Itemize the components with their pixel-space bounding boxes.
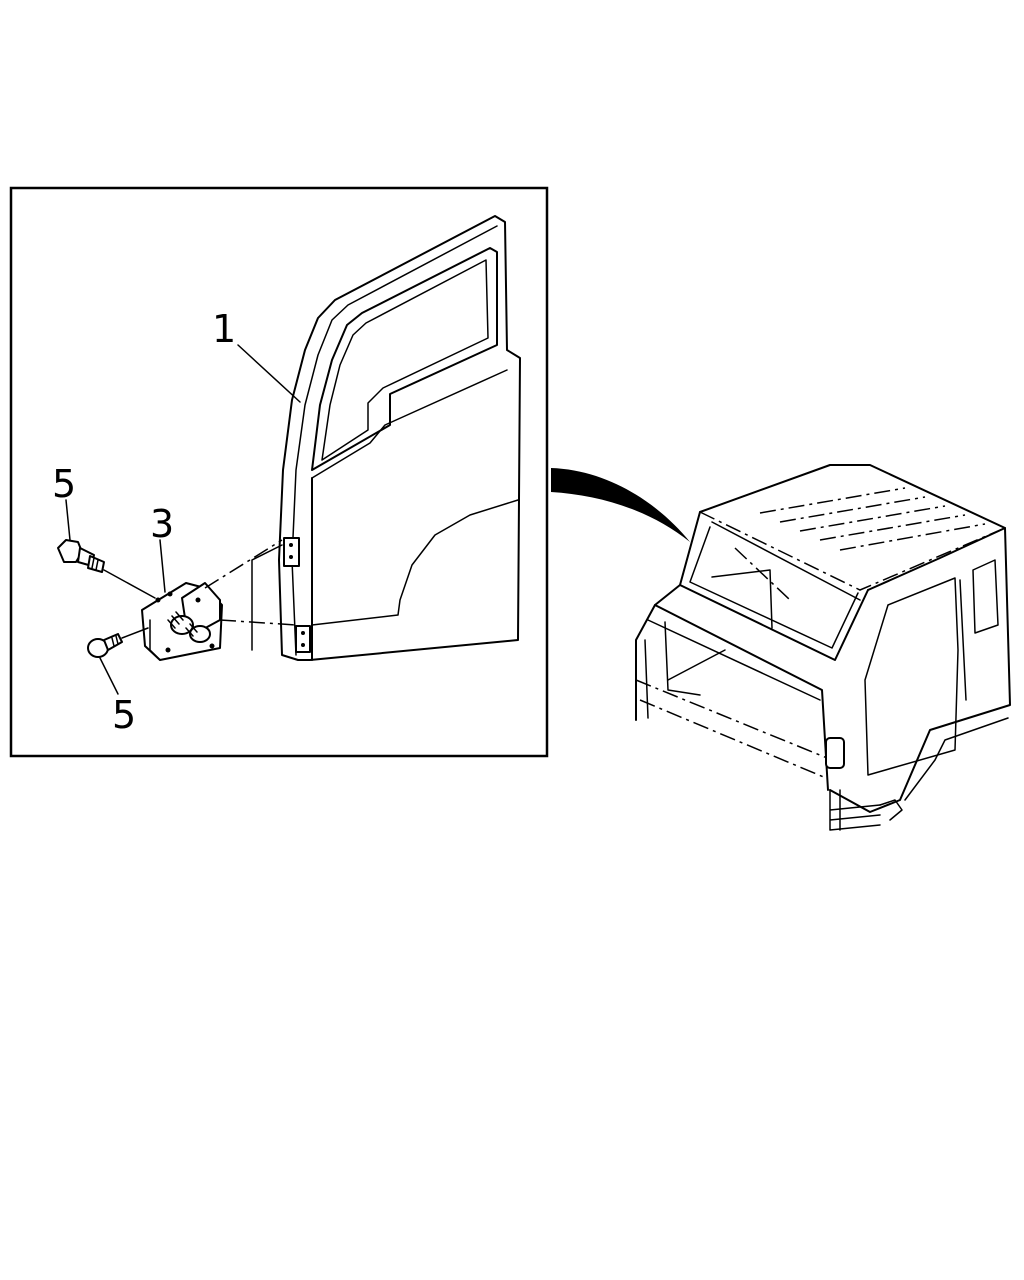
leader-line-bolt-lower — [99, 657, 119, 695]
callout-bolt-lower: 5 — [112, 693, 136, 737]
cab-overview — [635, 464, 1011, 831]
bolt-lower-axis — [121, 627, 149, 639]
callout-bolt-upper: 5 — [52, 462, 76, 506]
callout-hinge: 3 — [150, 502, 174, 546]
leader-line-bolt-upper — [65, 499, 71, 541]
bolt-upper[interactable] — [57, 539, 105, 573]
callout-door: 1 — [212, 307, 236, 351]
bolt-lower[interactable] — [87, 633, 123, 658]
alignment-line-lower — [219, 619, 297, 626]
alignment-guide — [251, 544, 283, 651]
alignment-line-upper — [204, 539, 283, 589]
detail-inset-frame — [9, 186, 549, 758]
door-hinge[interactable] — [141, 582, 223, 661]
location-pointer-arrow — [551, 468, 690, 542]
leader-line-door — [237, 344, 301, 403]
bolt-upper-axis — [103, 569, 156, 599]
leader-line-hinge — [159, 539, 166, 593]
door-panel[interactable] — [278, 215, 521, 661]
